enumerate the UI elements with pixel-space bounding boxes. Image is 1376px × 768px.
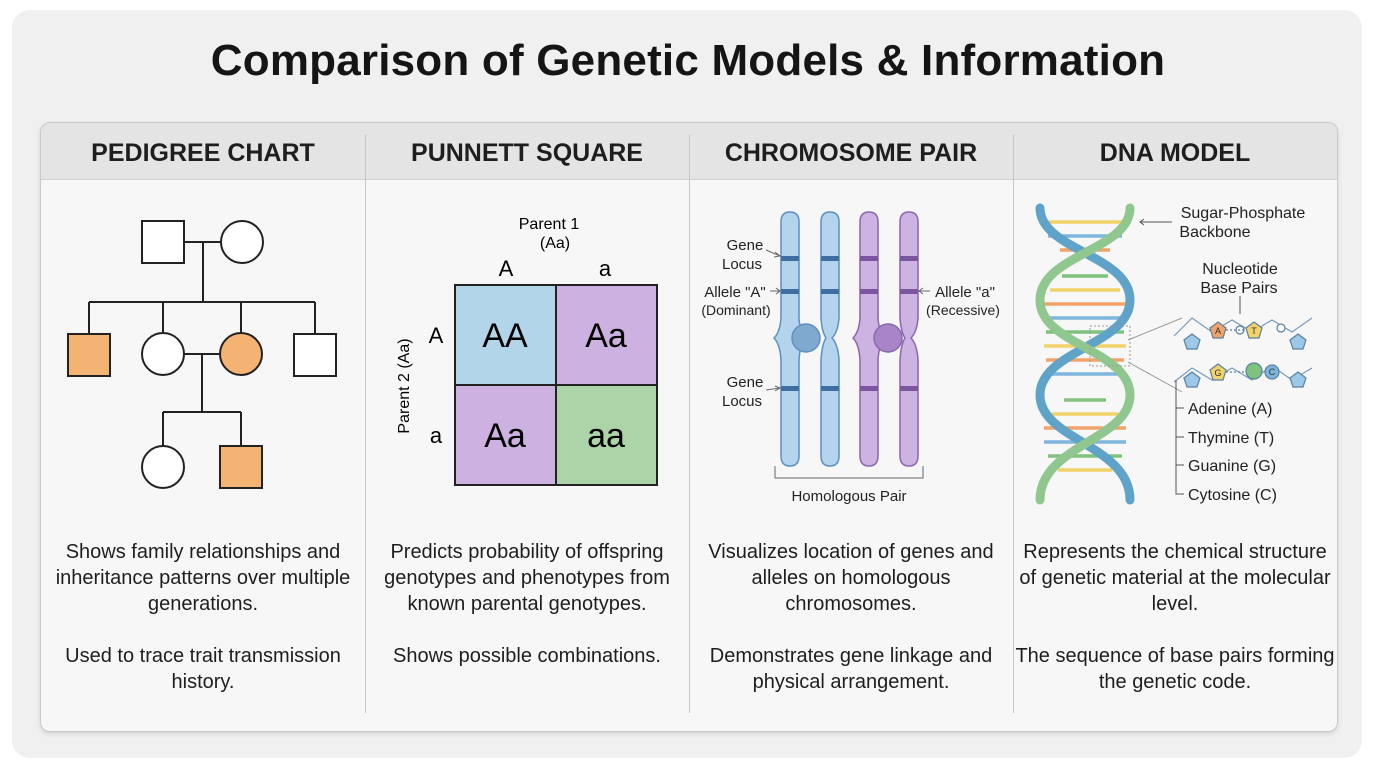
base-legend-item: Adenine (A) <box>1188 401 1273 418</box>
inset-letter: C <box>1269 367 1276 377</box>
column-title-dna: DNA MODEL <box>1099 139 1251 167</box>
gene-locus-label: Locus <box>722 393 762 410</box>
allele-recessive-note: (Recessive) <box>926 302 1000 318</box>
pedigree-description-use: Used to trace trait transmission history… <box>65 645 341 693</box>
punnett-description-main: Predicts probability of offspring genoty… <box>384 541 670 615</box>
top-allele: A <box>499 256 514 281</box>
chromosome-description-main: Visualizes location of genes and alleles… <box>708 541 994 615</box>
allele-dominant-note: (Dominant) <box>701 302 770 318</box>
affected-female-symbol <box>219 332 263 376</box>
punnett-description: Predicts probability of offspring genoty… <box>365 539 689 695</box>
base-legend-item: Guanine (G) <box>1188 458 1276 475</box>
pedigree-description: Shows family relationships and inheritan… <box>41 539 365 721</box>
chromosome-pointers <box>765 249 930 479</box>
unaffected-male-symbol <box>141 220 185 264</box>
pedigree-diagram <box>67 220 337 489</box>
punnett-square: Parent 1 (Aa) A a Parent 2 (Aa) A a AA A… <box>396 216 658 486</box>
dna-description-main: Represents the chemical structure of gen… <box>1019 541 1331 615</box>
gene-locus-label: Gene <box>727 237 764 254</box>
homologous-pair-label: Homologous Pair <box>791 488 906 505</box>
punnett-cell-aa <box>556 385 657 485</box>
base-legend-item: Cytosine (C) <box>1188 487 1277 504</box>
page-title: Comparison of Genetic Models & Informati… <box>210 36 1166 85</box>
chromosome-purple-bands <box>860 256 918 391</box>
base-pairs-label: Nucleotide <box>1202 261 1278 278</box>
top-allele: a <box>599 256 612 281</box>
backbone-label: Backbone <box>1179 224 1250 241</box>
dna-backbone-strand <box>1035 203 1135 505</box>
nucleotide-inset <box>1173 317 1313 388</box>
punnett-cell-text: AA <box>482 317 528 355</box>
punnett-cell-text: Aa <box>585 317 627 355</box>
affected-male-symbol <box>219 445 263 489</box>
inset-letter: T <box>1251 326 1257 336</box>
chromosome-description: Visualizes location of genes and alleles… <box>689 539 1013 721</box>
unaffected-male-symbol <box>293 333 337 377</box>
column-divider <box>365 135 366 713</box>
chromosome-purple <box>851 211 919 467</box>
dna-double-helix: A T G C Sugar-Phosphate Backbone Nucleot… <box>1035 203 1313 505</box>
dna-description-use: The sequence of base pairs forming the g… <box>1015 645 1335 693</box>
column-title-punnett: PUNNETT SQUARE <box>411 139 643 167</box>
base-legend-item: Thymine (T) <box>1188 430 1274 447</box>
parent2-label: Parent 2 (Aa) <box>396 338 413 433</box>
inset-callout-lines <box>1089 317 1183 393</box>
side-allele: a <box>430 423 443 448</box>
column-title-chromosome: CHROMOSOME PAIR <box>724 139 978 167</box>
dna-pointers <box>1139 218 1241 495</box>
inset-base-letters: A T G C <box>1214 326 1275 378</box>
chromosome-pair: Gene Locus Allele "A" (Dominant) Allele … <box>701 211 1000 505</box>
chromosome-blue-bands <box>781 256 839 391</box>
dna-description: Represents the chemical structure of gen… <box>1013 539 1337 721</box>
punnett-description-use: Shows possible combinations. <box>393 645 661 667</box>
backbone-label: Sugar-Phosphate <box>1181 205 1306 222</box>
punnett-cell-text: aa <box>587 417 625 455</box>
column-divider <box>1013 135 1014 713</box>
side-allele: A <box>429 323 444 348</box>
chromosome-description-use: Demonstrates gene linkage and physical a… <box>709 645 993 693</box>
inset-letter: G <box>1214 368 1221 378</box>
unaffected-female-symbol <box>141 332 185 376</box>
gene-locus-label: Locus <box>722 256 762 273</box>
punnett-cell-Aa <box>455 385 556 485</box>
punnett-cell-Aa <box>556 285 657 385</box>
chromosome-blue <box>772 211 840 467</box>
unaffected-female-symbol <box>141 445 185 489</box>
parent1-genotype: (Aa) <box>540 235 570 252</box>
base-pairs-label: Base Pairs <box>1200 280 1277 297</box>
column-divider <box>689 135 690 713</box>
inset-letter: A <box>1215 326 1221 336</box>
column-title-pedigree: PEDIGREE CHART <box>91 139 315 167</box>
unaffected-female-symbol <box>220 220 264 264</box>
allele-recessive-label: Allele "a" <box>935 284 995 301</box>
punnett-cell-AA <box>455 285 556 385</box>
gene-locus-label: Gene <box>727 374 764 391</box>
pedigree-description-main: Shows family relationships and inheritan… <box>55 541 351 615</box>
affected-male-symbol <box>67 333 111 377</box>
punnett-cell-text: Aa <box>484 417 526 455</box>
parent1-label: Parent 1 <box>519 216 580 233</box>
allele-dominant-label: Allele "A" <box>704 284 766 301</box>
